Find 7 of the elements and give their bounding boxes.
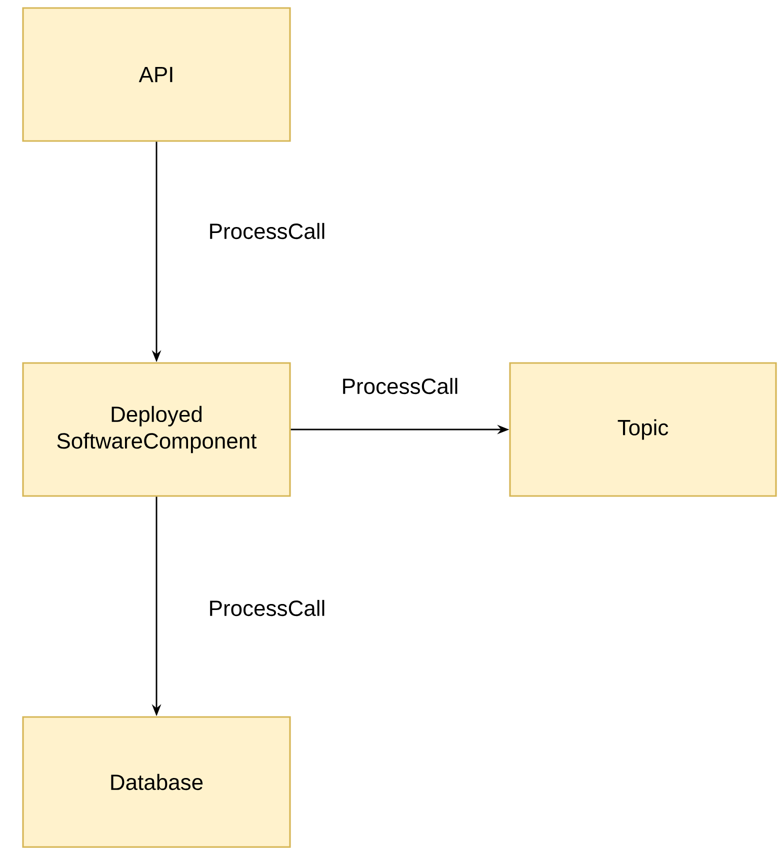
edge-label: ProcessCall xyxy=(340,376,460,396)
process-box: Deployed SoftwareComponent xyxy=(22,362,291,497)
process-box: Database xyxy=(22,716,291,848)
process-box: API xyxy=(22,7,291,142)
edge-label: ProcessCall xyxy=(206,598,328,618)
edge-label: ProcessCall xyxy=(206,222,328,240)
process-box: Topic xyxy=(509,362,777,497)
